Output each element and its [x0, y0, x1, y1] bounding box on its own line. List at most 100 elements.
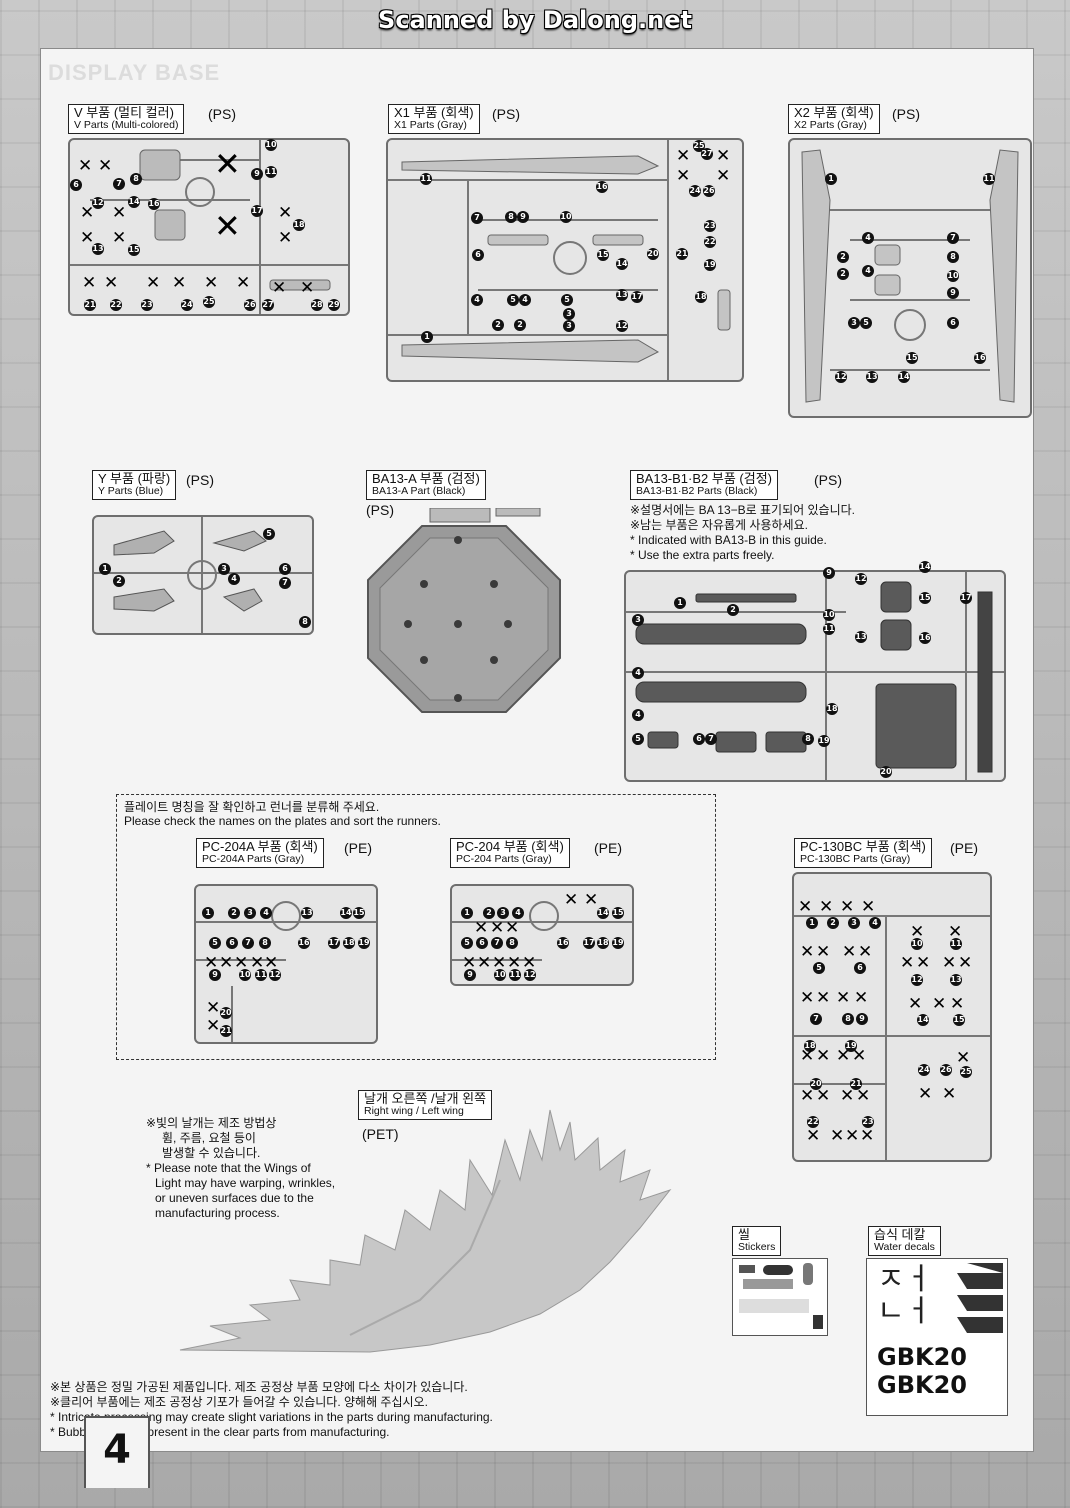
removed-part-mark: ✕	[800, 1086, 815, 1106]
part-number: 24	[181, 299, 193, 311]
part-number: 3	[563, 320, 575, 332]
part-number: 27	[701, 148, 713, 160]
part-number: 6	[476, 937, 488, 949]
removed-part-mark: ✕	[80, 228, 95, 248]
removed-part-mark: ✕	[816, 942, 831, 962]
part-number: 10	[911, 938, 923, 950]
water-decal-stripes: ㅈㅓ ㄴㅓ	[877, 1262, 1003, 1333]
removed-part-mark: ✕	[861, 897, 876, 917]
removed-part-mark: ✕	[272, 278, 287, 298]
removed-part-mark: ✕	[250, 953, 265, 973]
removed-part-mark: ✕	[264, 953, 279, 973]
part-number: 12	[92, 197, 104, 209]
part-number: 19	[704, 259, 716, 271]
removed-part-mark: ✕	[956, 1048, 971, 1068]
part-number: 1	[421, 331, 433, 343]
part-number: 18	[597, 937, 609, 949]
removed-part-mark: ✕	[78, 156, 93, 176]
x2-runner-material: (PS)	[892, 106, 920, 122]
part-number: 19	[818, 735, 830, 747]
part-number: 6	[70, 179, 82, 191]
decal-glyph: ㅈㅓ	[877, 1262, 932, 1297]
part-number: 19	[845, 1040, 857, 1052]
part-number: 2	[492, 319, 504, 331]
x1-runner-label: X1 부품 (회색) X1 Parts (Gray)	[388, 104, 480, 134]
x2-runner	[788, 138, 1032, 418]
removed-part-mark: ✕	[840, 897, 855, 917]
pc204-runner-material: (PE)	[594, 840, 622, 856]
part-number: 1	[99, 563, 111, 575]
part-number: 15	[353, 907, 365, 919]
part-number: 20	[810, 1078, 822, 1090]
part-number: 13	[92, 243, 104, 255]
part-number: 26	[703, 185, 715, 197]
part-number: 29	[328, 299, 340, 311]
removed-part-mark: ✕	[816, 988, 831, 1008]
part-number: 3	[497, 907, 509, 919]
part-number: 11	[265, 166, 277, 178]
part-number: 18	[293, 219, 305, 231]
part-number: 16	[974, 352, 986, 364]
bottom-notes: ※본 상품은 정밀 가공된 제품입니다. 제조 공정상 부품 모양에 다소 차이…	[50, 1380, 493, 1439]
part-number: 12	[835, 371, 847, 383]
part-number: 28	[311, 299, 323, 311]
removed-part-mark: ✕	[950, 994, 965, 1014]
part-number: 7	[947, 232, 959, 244]
removed-part-mark: ✕	[234, 953, 249, 973]
part-number: 14	[128, 196, 140, 208]
ghost-section-title: DISPLAY BASE	[48, 60, 221, 85]
part-number: 5	[263, 528, 275, 540]
part-number: 19	[358, 937, 370, 949]
part-number: 14	[898, 371, 910, 383]
part-number: 22	[807, 1116, 819, 1128]
removed-part-mark: ✕	[800, 1046, 815, 1066]
part-number: 3	[244, 907, 256, 919]
removed-part-mark: ✕	[800, 988, 815, 1008]
part-number: 26	[244, 299, 256, 311]
removed-part-mark: ✕	[172, 273, 187, 293]
ba13a-display-base	[367, 508, 561, 713]
removed-part-mark: ✕	[819, 897, 834, 917]
part-number: 9	[856, 1013, 868, 1025]
decal-logo-gbk20: GBK20	[877, 1343, 967, 1371]
part-number: 2	[837, 251, 849, 263]
sticker-sheet-artwork	[739, 1263, 823, 1329]
part-number: 1	[806, 917, 818, 929]
part-number: 4	[632, 709, 644, 721]
removed-part-mark: ✕	[522, 953, 537, 973]
part-number: 23	[704, 220, 716, 232]
part-number: 25	[960, 1066, 972, 1078]
part-number: 14	[919, 561, 931, 573]
part-number: 20	[880, 766, 892, 778]
part-number: 9	[209, 969, 221, 981]
part-number: 23	[862, 1116, 874, 1128]
ba13b-runner-label: BA13-B1·B2 부품 (검정) BA13-B1·B2 Parts (Bla…	[630, 470, 778, 500]
part-number: 8	[259, 937, 271, 949]
part-number: 16	[298, 937, 310, 949]
part-number: 8	[947, 251, 959, 263]
removed-part-mark: ✕	[676, 146, 691, 166]
part-number: 2	[827, 917, 839, 929]
part-number: 1	[202, 907, 214, 919]
removed-part-mark: ✕	[204, 953, 219, 973]
x2-runner-label: X2 부품 (회색) X2 Parts (Gray)	[788, 104, 880, 134]
part-number: 5	[461, 937, 473, 949]
part-number: 4	[471, 294, 483, 306]
part-number: 11	[255, 969, 267, 981]
part-number: 15	[953, 1014, 965, 1026]
part-number: 18	[826, 703, 838, 715]
water-decals-label: 습식 데칼 Water decals	[868, 1226, 941, 1256]
part-number: 3	[848, 317, 860, 329]
removed-part-mark: ✕	[816, 1046, 831, 1066]
ba13a-runner-label: BA13-A 부품 (검정) BA13-A Part (Black)	[366, 470, 486, 500]
removed-part-mark: ✕	[112, 203, 127, 223]
part-number: 15	[128, 244, 140, 256]
wing-label: 날개 오른쪽 /날개 왼쪽 Right wing / Left wing	[358, 1090, 493, 1120]
part-number: 22	[704, 236, 716, 248]
removed-part-mark: ✕	[852, 1046, 867, 1066]
part-number: 1	[825, 173, 837, 185]
part-number: 7	[491, 937, 503, 949]
part-number: 4	[512, 907, 524, 919]
part-number: 10	[494, 969, 506, 981]
removed-part-mark: ✕	[204, 273, 219, 293]
